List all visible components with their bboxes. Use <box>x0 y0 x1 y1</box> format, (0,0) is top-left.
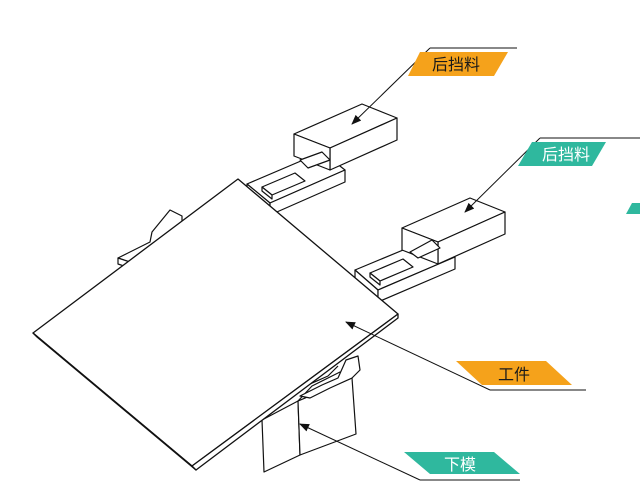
label-tag-teal-2 <box>404 452 520 474</box>
callout-workpiece: 工件 <box>345 321 586 391</box>
label-back-gauge-1: 后挡料 <box>432 55 480 74</box>
label-tag-orange-2 <box>456 361 572 385</box>
back-gauge-1 <box>246 103 398 216</box>
label-workpiece: 工件 <box>498 365 530 384</box>
label-tag-teal-1 <box>518 142 606 166</box>
back-gauge-2 <box>354 197 506 303</box>
workpiece-sheet <box>32 178 399 471</box>
lower-die <box>117 209 361 473</box>
label-back-gauge-2: 后挡料 <box>542 145 590 164</box>
callout-back-gauge-2: 后挡料 <box>464 137 640 214</box>
callout-back-gauge-1: 后挡料 <box>351 47 517 125</box>
callout-lower-die: 下模 <box>299 423 520 481</box>
label-lower-die: 下模 <box>444 455 476 474</box>
label-tag-teal-edge <box>626 203 640 214</box>
label-tag-orange-1 <box>408 52 508 76</box>
